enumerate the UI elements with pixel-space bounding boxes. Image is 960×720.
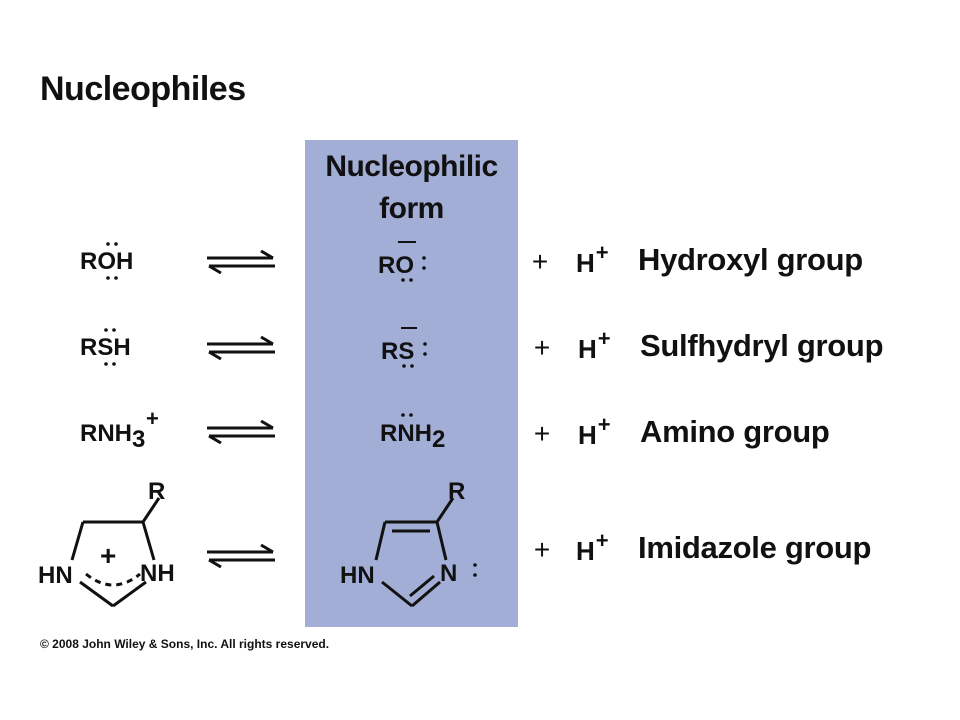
sulfhydryl-reactant-lone-pairs xyxy=(104,328,116,366)
column-header-line2: form xyxy=(379,192,444,225)
nucleophilic-form-column xyxy=(305,140,518,627)
imidazole-plus-sign: + xyxy=(533,534,551,565)
amino-equilibrium-arrow xyxy=(207,420,275,444)
imidazole-proton: H+ xyxy=(576,528,609,567)
figure-title: Nucleophiles xyxy=(40,70,246,108)
amino-group-label: Amino group xyxy=(640,414,830,449)
amino-reactant: RNH3+ xyxy=(80,406,159,453)
imidazolium-substituent: R xyxy=(148,478,166,505)
hydroxyl-product: RO xyxy=(378,252,414,279)
hydroxyl-reactant-lone-pairs xyxy=(106,242,118,280)
sulfhydryl-proton-symbol: H xyxy=(578,334,597,364)
imidazole-substituent: R xyxy=(448,478,466,505)
imidazole-group-label: Imidazole group xyxy=(638,530,872,565)
sulfhydryl-equilibrium-arrow xyxy=(207,336,275,360)
hydroxyl-proton: H+ xyxy=(576,240,609,279)
imidazolium-left-nh: HN xyxy=(38,562,73,589)
imidazole-right-n: N xyxy=(440,560,458,587)
imidazolium-ring-structure xyxy=(70,497,161,608)
sulfhydryl-proton-charge: + xyxy=(597,326,611,351)
sulfhydryl-plus-sign: + xyxy=(533,332,551,363)
amino-proton: H+ xyxy=(578,412,611,451)
sulfhydryl-product-lone-pairs xyxy=(401,327,427,368)
amino-proton-symbol: H xyxy=(578,420,597,450)
imidazole-proton-charge: + xyxy=(595,528,609,553)
amino-reactant-subscript: 3 xyxy=(132,426,146,453)
imidazole-ring-structure xyxy=(374,497,477,608)
imidazolium-right-nh: NH xyxy=(140,560,175,587)
amino-product: RNH2 xyxy=(380,420,445,453)
hydroxyl-plus-sign: + xyxy=(531,246,549,277)
amino-product-lone-pair xyxy=(401,413,413,417)
sulfhydryl-group-label: Sulfhydryl group xyxy=(640,328,884,363)
hydroxyl-product-lone-pairs xyxy=(398,241,426,282)
amino-plus-sign: + xyxy=(533,418,551,449)
amino-product-main: RNH xyxy=(380,420,432,447)
column-header: Nucleophilic form xyxy=(305,146,518,230)
amino-product-subscript: 2 xyxy=(432,426,446,453)
amino-reactant-main: RNH xyxy=(80,420,132,447)
hydroxyl-equilibrium-arrow xyxy=(207,250,275,274)
amino-proton-charge: + xyxy=(597,412,611,437)
sulfhydryl-proton: H+ xyxy=(578,326,611,365)
column-header-line1: Nucleophilic xyxy=(325,150,498,183)
sulfhydryl-product: RS xyxy=(381,338,415,365)
copyright-notice: © 2008 John Wiley & Sons, Inc. All right… xyxy=(40,637,330,651)
imidazolium-charge: + xyxy=(100,540,117,571)
hydroxyl-group-label: Hydroxyl group xyxy=(638,242,863,277)
imidazole-proton-symbol: H xyxy=(576,536,595,566)
hydroxyl-reactant: ROH xyxy=(80,248,134,275)
imidazole-equilibrium-arrow xyxy=(207,544,275,568)
hydroxyl-proton-symbol: H xyxy=(576,248,595,278)
sulfhydryl-reactant: RSH xyxy=(80,334,131,361)
imidazole-left-nh: HN xyxy=(340,562,375,589)
amino-reactant-charge: + xyxy=(146,406,159,431)
hydroxyl-proton-charge: + xyxy=(595,240,609,265)
